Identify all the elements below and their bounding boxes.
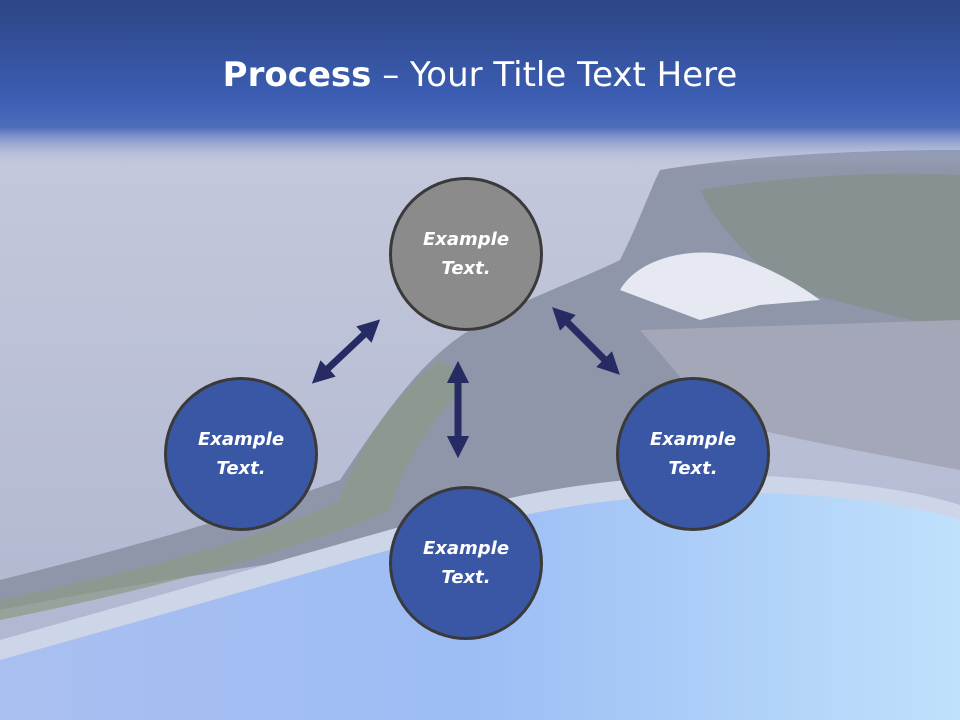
garden: [700, 173, 960, 330]
node-top-line1: Example: [422, 229, 510, 250]
header-band: [0, 0, 960, 128]
node-right-line2: Text.: [668, 458, 718, 479]
title-bold: Process: [222, 55, 372, 95]
arrow-top-right: [552, 307, 620, 375]
node-left: Example Text.: [164, 377, 318, 531]
node-right: Example Text.: [616, 377, 770, 531]
node-top-line2: Text.: [441, 258, 491, 279]
node-bottom: Example Text.: [389, 486, 543, 640]
arrow-top-left: [311, 319, 381, 384]
slide-title: Process – Your Title Text Here: [0, 50, 960, 100]
node-left-line1: Example: [197, 429, 285, 450]
node-bottom-line2: Text.: [441, 567, 491, 588]
header-fade: [0, 128, 960, 168]
vegetation: [0, 360, 470, 620]
title-dash: –: [371, 55, 411, 95]
terrace-floor: [640, 320, 960, 470]
node-bottom-line1: Example: [422, 538, 510, 559]
node-left-line2: Text.: [216, 458, 266, 479]
title-rest: Your Title Text Here: [410, 55, 738, 95]
node-top: Example Text.: [389, 177, 543, 331]
umbrella: [620, 252, 820, 320]
node-right-line1: Example: [649, 429, 737, 450]
